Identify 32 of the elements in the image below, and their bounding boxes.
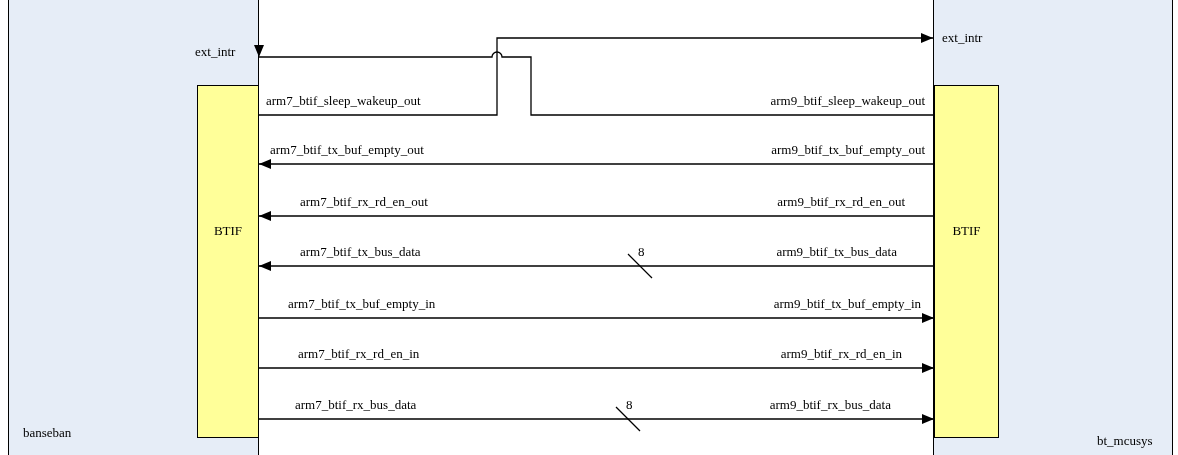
module-block (8, 0, 259, 455)
signal-name: arm7_btif_rx_bus_data (295, 397, 417, 412)
signal-name: arm9_btif_rx_rd_en_in (780, 346, 902, 361)
signal-arrow (258, 159, 935, 169)
module-block (933, 0, 1173, 455)
signal-arrow (258, 211, 935, 221)
bus-width-label: 8 (626, 397, 633, 412)
interface-block (197, 85, 259, 438)
interface-name: BTIF (212, 222, 244, 238)
signal-arrow (258, 261, 935, 271)
interface-name: BTIF (951, 222, 982, 238)
signal-name: arm9_btif_rx_rd_en_out (777, 194, 905, 209)
signal-name: arm9_btif_tx_buf_empty_in (773, 296, 921, 311)
module-name: banseban (23, 425, 72, 440)
signal-name: arm7_btif_rx_rd_en_in (298, 346, 420, 361)
signal-name: arm9_btif_sleep_wakeup_out (770, 93, 925, 108)
signal-arrow (258, 414, 935, 424)
signal-name: arm7_btif_sleep_wakeup_out (266, 93, 421, 108)
interface-block (934, 85, 999, 438)
signal-name: arm7_btif_rx_rd_en_out (300, 194, 428, 209)
signal-name: arm9_btif_tx_buf_empty_out (771, 142, 925, 157)
signal-arrow (258, 363, 935, 373)
bus-width-label: 8 (638, 244, 645, 259)
signal-name: arm7_btif_tx_buf_empty_in (288, 296, 436, 311)
module-name: bt_mcusys (1097, 433, 1153, 448)
signal-name: arm7_btif_tx_buf_empty_out (270, 142, 424, 157)
signal-name: ext_intr (942, 30, 983, 45)
signal-name: arm7_btif_tx_bus_data (300, 244, 421, 259)
signal-name: arm9_btif_rx_bus_data (769, 397, 891, 412)
signal-arrow (258, 313, 935, 323)
signal-name: arm9_btif_tx_bus_data (776, 244, 897, 259)
signal-name: ext_intr (195, 44, 236, 59)
